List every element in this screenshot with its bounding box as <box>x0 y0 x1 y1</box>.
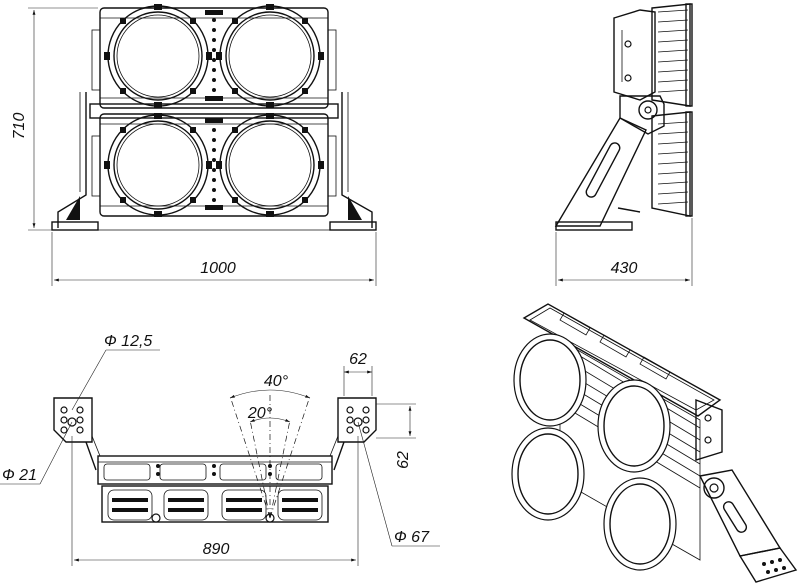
dim-hole-small: Ф 12,5 <box>104 333 152 350</box>
dim-front-height: 710 <box>11 113 28 140</box>
isometric-view <box>511 303 798 583</box>
iso-lamp-top-right <box>597 379 671 473</box>
top-view: 40° 20° Ф 12,5 Ф 21 Ф 67 62 62 890 <box>0 333 440 566</box>
dim-hole-medium: Ф 21 <box>2 467 37 484</box>
front-view: 710 1000 <box>11 4 377 286</box>
dim-spacing-vertical: 62 <box>395 451 412 469</box>
dim-hole-large: Ф 67 <box>394 529 430 546</box>
dim-side-depth: 430 <box>611 260 638 277</box>
dim-front-width: 1000 <box>200 260 236 277</box>
iso-lamp-bottom-right <box>603 477 677 571</box>
dim-top-width: 890 <box>203 541 230 558</box>
iso-lamp-bottom-left <box>511 427 585 521</box>
side-view: 430 <box>554 3 693 286</box>
dim-angle-outer: 40° <box>264 373 289 390</box>
iso-lamp-top-left <box>513 333 587 427</box>
dim-spacing-horizontal: 62 <box>349 351 367 368</box>
dim-angle-inner: 20° <box>247 405 273 422</box>
